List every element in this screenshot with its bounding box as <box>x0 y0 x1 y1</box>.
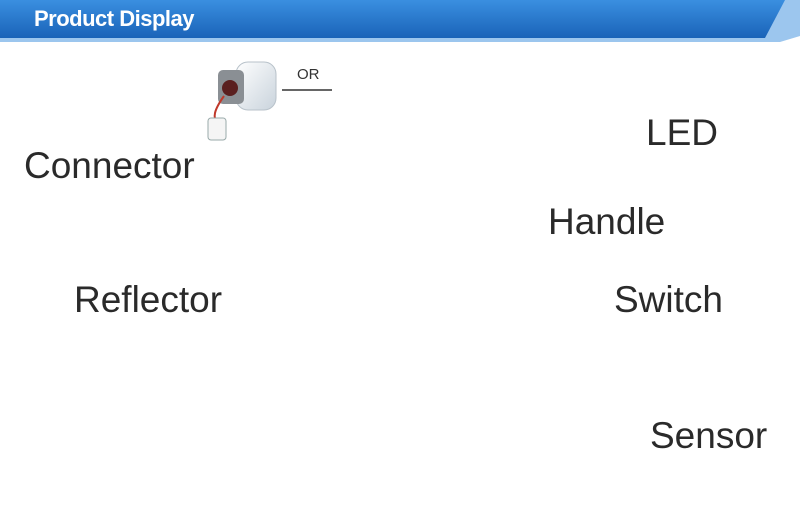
banner-shape <box>0 0 800 42</box>
or-label: OR <box>297 66 320 83</box>
banner-title: Product Display <box>34 6 194 31</box>
header-banner: Product Display <box>0 0 800 42</box>
reflector-label: Reflector <box>74 279 223 320</box>
handle-label: Handle <box>548 201 666 242</box>
switch-label: Switch <box>614 279 723 320</box>
connector-label: Connector <box>24 145 195 186</box>
sensor-label: Sensor <box>650 415 768 456</box>
connector-option-socket <box>207 61 277 141</box>
led-label: LED <box>646 112 718 153</box>
